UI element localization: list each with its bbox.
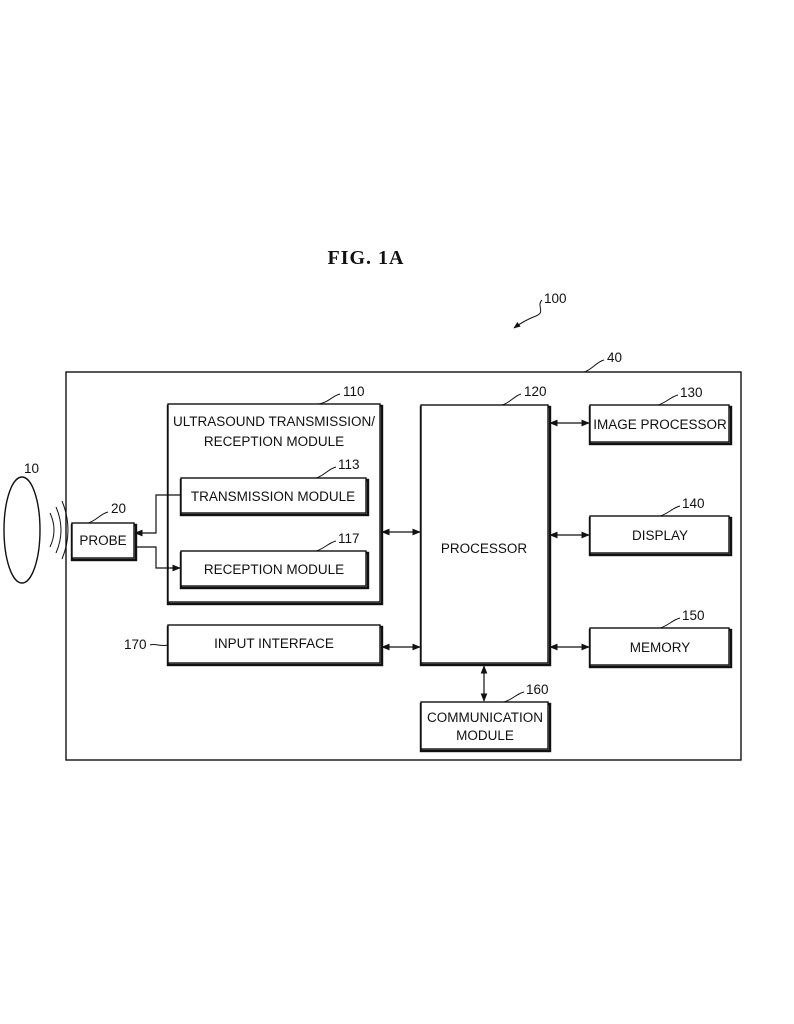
display-label: DISPLAY <box>632 528 688 543</box>
processor-label: PROCESSOR <box>441 541 528 556</box>
rx-module-box <box>180 550 367 587</box>
rx-module-ref: 117 <box>338 531 360 546</box>
probe-label: PROBE <box>79 533 126 548</box>
tx-module-box <box>180 477 367 514</box>
input-interface-ref-leader <box>149 643 169 647</box>
trx-module-label-line1: ULTRASOUND TRANSMISSION/ <box>173 414 375 429</box>
ultrasound-waves <box>49 500 69 560</box>
comm-module-ref-leader <box>503 691 525 703</box>
object-ref: 10 <box>24 461 39 476</box>
probe-ref-leader <box>87 511 109 524</box>
image-processor-ref: 130 <box>680 385 703 400</box>
memory-box <box>589 627 730 666</box>
trx-module-label-line2: RECEPTION MODULE <box>204 434 344 449</box>
display-ref-leader <box>659 505 681 517</box>
comm-module-box <box>420 701 549 750</box>
comm-module-label-line1: COMMUNICATION <box>427 710 543 725</box>
comm-module-ref: 160 <box>526 682 549 697</box>
memory-label: MEMORY <box>630 640 691 655</box>
display-ref: 140 <box>682 496 705 511</box>
trx-module-ref-leader <box>317 393 341 405</box>
image-processor-ref-leader <box>657 394 679 406</box>
image-processor-label: IMAGE PROCESSOR <box>593 417 727 432</box>
display-box <box>589 515 730 554</box>
rx-module-label: RECEPTION MODULE <box>204 562 344 577</box>
trx-module-ref: 110 <box>343 384 365 399</box>
probe-rx-connector <box>135 546 181 572</box>
probe-tx-connector <box>134 494 181 537</box>
processor-box <box>420 404 549 664</box>
tx-module-label: TRANSMISSION MODULE <box>191 489 355 504</box>
memory-ref-leader <box>659 617 681 629</box>
processor-ref-leader <box>501 393 522 406</box>
tx-module-ref: 113 <box>338 457 360 472</box>
input-interface-label: INPUT INTERFACE <box>214 636 334 651</box>
memory-ref: 150 <box>682 608 705 623</box>
figure-title: FIG. 1A <box>328 247 405 269</box>
image-processor-box <box>589 404 730 443</box>
processor-ref: 120 <box>524 384 547 399</box>
device-ref-leader <box>583 359 605 373</box>
object-ellipse <box>3 476 41 584</box>
comm-module-label-line2: MODULE <box>456 728 514 743</box>
tx-module-ref-leader <box>315 466 337 479</box>
system-ref-leader <box>513 299 543 329</box>
probe-box <box>71 522 135 559</box>
input-interface-box <box>167 624 381 664</box>
device-ref: 40 <box>607 350 622 365</box>
probe-ref: 20 <box>111 501 126 516</box>
rx-module-ref-leader <box>315 540 337 552</box>
input-interface-ref: 170 <box>124 637 147 652</box>
system-ref: 100 <box>544 291 567 306</box>
